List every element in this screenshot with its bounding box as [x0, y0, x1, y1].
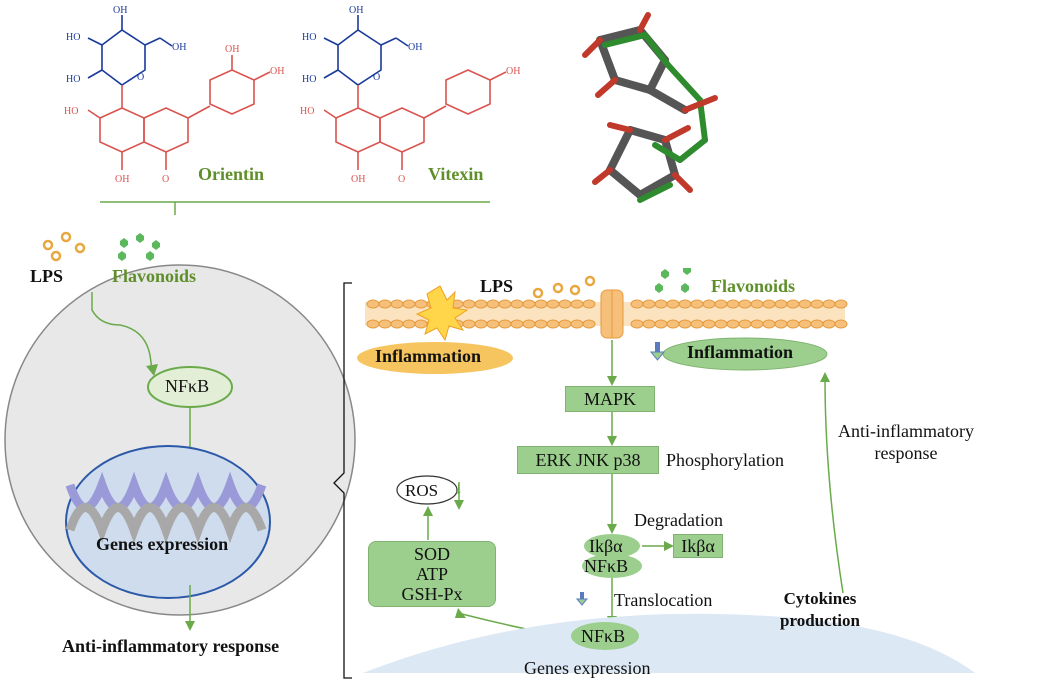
panel-brace [333, 282, 352, 679]
nfkb-bound-node [582, 554, 642, 578]
lps-entry-arrow [91, 292, 153, 371]
cytokines-label: Cytokines production [780, 588, 860, 632]
orientin-oh-1: OH [113, 5, 127, 16]
orientin-ho-1: HO [66, 32, 80, 43]
ikba-bound-node [584, 534, 640, 558]
orientin-oh-3: OH [115, 174, 129, 185]
inflammation-right-label: Inflammation [687, 342, 794, 362]
ros-label: ROS [405, 481, 439, 500]
left-lps-label: LPS [30, 266, 64, 286]
ros-node [396, 475, 458, 505]
vitexin-label: Vitexin [428, 164, 483, 184]
right-lps-label: LPS [480, 276, 514, 296]
structures-diagram: OH HO HO OH O HO OH O OH OH OH HO HO OH … [64, 5, 718, 215]
gsh-px-label: GSH-Px [401, 584, 463, 604]
translocation-label: Translocation [614, 590, 713, 610]
nfkb-nucleus-label: NFκB [581, 626, 626, 646]
vitexin-flavone [323, 69, 507, 170]
nucleus-region [363, 613, 975, 673]
vitexin-ho-1: HO [302, 32, 316, 43]
flavonoid-particles-right [655, 268, 691, 293]
vitexin-sugar-ring [323, 15, 409, 86]
inflammation-left-label: Inflammation [375, 346, 482, 366]
sod-label: SOD [413, 544, 450, 564]
left-nfkb-label: NFκB [165, 376, 210, 396]
down-arrow-icon-2 [575, 592, 589, 606]
flavonoid-particles [118, 233, 160, 261]
cytokines-line-2: production [780, 611, 860, 630]
orientin-sugar-ring [87, 15, 173, 86]
nucleus-output-arrowhead [185, 621, 195, 631]
3d-molecular-overlay [582, 12, 718, 203]
lps-particles [42, 231, 86, 262]
left-genes-expression-label: Genes expression [96, 534, 229, 554]
ros-down-arrow: ↓ [454, 478, 463, 498]
left-anti-inflammatory-label: Anti-inflammatory response [62, 636, 280, 656]
orientin-oh-2: OH [172, 42, 186, 53]
anti-inflammatory-line-1: Anti-inflammatory [838, 421, 974, 441]
orientin-flavone [87, 55, 271, 170]
vitexin-oh-2: OH [408, 42, 422, 53]
ikba-free-box: Ikβα [673, 534, 723, 558]
lps-particles-right [532, 275, 596, 299]
vitexin-oh-3: OH [351, 174, 365, 185]
anti-inflammatory-line-2: response [874, 443, 938, 463]
right-flavonoids-label: Flavonoids [711, 276, 796, 296]
orientin-o-carbonyl: O [162, 174, 169, 185]
genes-expression-label: Genes expression [524, 658, 651, 678]
vitexin-o-ring: O [373, 72, 380, 83]
orientin-oh-4: OH [225, 44, 239, 55]
inflammation-pill-left [357, 342, 513, 374]
nfkb-nucleus-node [571, 622, 639, 650]
right-pathway-diagram [357, 268, 975, 673]
vitexin-o-carbonyl: O [398, 174, 405, 185]
left-flavonoids-label: Flavonoids [112, 266, 197, 286]
vitexin-oh-4: OH [506, 66, 520, 77]
vitexin-oh-1: OH [349, 5, 363, 16]
lps-entry-arrowhead [146, 364, 158, 376]
vitexin-ho-2: HO [302, 74, 316, 85]
antioxidant-box: SOD ATP GSH-Px [368, 541, 496, 607]
degradation-label: Degradation [634, 510, 723, 530]
anti-inflammatory-label: Anti-inflammatory response [838, 420, 974, 464]
erk-jnk-p38-box: ERK JNK p38 [517, 446, 659, 474]
orientin-oh-5: OH [270, 66, 284, 77]
nfkb-node [147, 366, 233, 408]
left-cell-diagram [4, 231, 356, 631]
phosphorylation-label: Phosphorylation [666, 450, 785, 470]
orientin-ho-3: HO [64, 106, 78, 117]
atp-label: ATP [415, 564, 448, 584]
down-arrow-icon [649, 342, 666, 361]
orientin-o-ring: O [137, 72, 144, 83]
ikba-bound-label: Ikβα [589, 536, 623, 556]
cytokines-line-1: Cytokines [783, 589, 857, 608]
orientin-ho-2: HO [66, 74, 80, 85]
nfkb-bound-label: NFκB [584, 556, 629, 576]
inflammation-burst [415, 285, 469, 342]
vitexin-ho-3: HO [300, 106, 314, 117]
mapk-box: MAPK [565, 386, 655, 412]
orientin-label: Orientin [198, 164, 264, 184]
dna-helix [65, 471, 267, 544]
